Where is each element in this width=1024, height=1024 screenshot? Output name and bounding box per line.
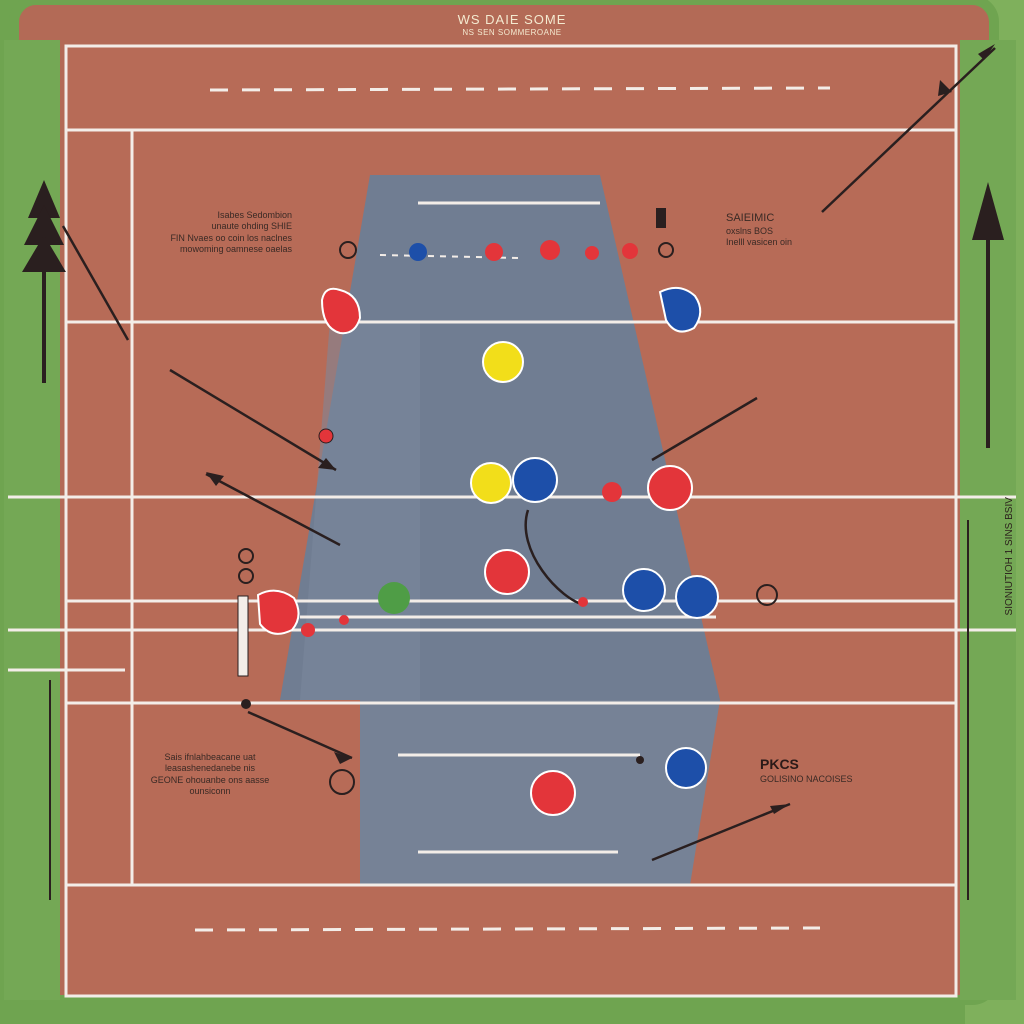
player-token-red bbox=[301, 623, 315, 637]
ball-yellow bbox=[470, 462, 512, 504]
grass-strip-left bbox=[4, 40, 60, 1000]
arrow-head-icon bbox=[334, 752, 352, 764]
arrow-head-icon bbox=[938, 80, 952, 96]
dashed-lines bbox=[194, 86, 831, 932]
note-top-right: SAIEIMIC oxslns BOS Inelll vasicen oin bbox=[726, 212, 836, 248]
note-line: unaute ohding SHIE bbox=[211, 221, 292, 232]
arrow-icon bbox=[205, 472, 341, 547]
player-token-red bbox=[339, 615, 349, 625]
tree-icon bbox=[28, 180, 60, 218]
marker-circle-icon bbox=[756, 584, 778, 606]
player-token-red bbox=[320, 287, 362, 335]
player-token-red bbox=[578, 597, 588, 607]
tree-left bbox=[22, 180, 66, 383]
small-markers bbox=[237, 208, 666, 764]
player-token-blue bbox=[658, 286, 702, 333]
arrow-heads bbox=[206, 44, 995, 814]
player-token-blue bbox=[675, 575, 719, 619]
note-line: ounsiconn bbox=[189, 785, 231, 796]
player-token-red bbox=[647, 465, 693, 511]
arrow-icon bbox=[61, 225, 130, 341]
title-line-1: WS DAIE SOME bbox=[457, 12, 567, 27]
player-token-blue bbox=[512, 457, 558, 503]
markers bbox=[238, 241, 778, 795]
player-token-red bbox=[484, 549, 530, 595]
arrow-head-icon bbox=[978, 44, 995, 60]
player-token-red bbox=[485, 243, 503, 261]
tokens bbox=[256, 240, 719, 816]
ball-green bbox=[378, 582, 410, 614]
tree-right bbox=[972, 182, 1004, 448]
note-line: leasashenedanebe nis bbox=[164, 763, 256, 774]
post-left bbox=[49, 520, 969, 900]
player-token-red bbox=[540, 240, 560, 260]
note-bottom-right: PKCS GOLISINO NACOISES bbox=[760, 756, 860, 785]
arrow-icon bbox=[247, 710, 353, 760]
note-line: oxslns BOS bbox=[726, 225, 774, 236]
arrow-icon bbox=[651, 802, 791, 862]
marker-circle-icon bbox=[658, 242, 674, 258]
marker-circle-icon bbox=[238, 548, 254, 564]
tree-icon bbox=[972, 182, 1004, 240]
note-line: Sais ifnlahbeacane uat bbox=[164, 752, 256, 762]
note-heading: PKCS bbox=[760, 756, 799, 772]
side-label: SIONIUTIOH 1 SINS BSIV bbox=[960, 460, 1024, 640]
player-token-red bbox=[256, 589, 300, 635]
note-bottom-left: Sais ifnlahbeacane uat leasashenedanebe … bbox=[140, 752, 280, 797]
note-line: GEONE ohouanbe ons aasse bbox=[150, 774, 270, 785]
player-token-blue bbox=[409, 243, 427, 261]
arrow-icon bbox=[651, 396, 758, 462]
player-token-red bbox=[585, 246, 599, 260]
flag-marker bbox=[656, 208, 666, 228]
note-line: FIN Nvaes oo coin los naclnes bbox=[170, 232, 292, 243]
player-token-red bbox=[530, 770, 576, 816]
side-label-text: SIONIUTIOH 1 SINS BSIV bbox=[1003, 497, 1015, 616]
title-line-2: NS SEN SOMMEROANE bbox=[462, 28, 562, 38]
player-token-red bbox=[318, 428, 334, 444]
diagram-title: WS DAIE SOME NS SEN SOMMEROANE bbox=[392, 12, 632, 38]
arrow-icon bbox=[524, 509, 586, 607]
ball-yellow bbox=[482, 341, 524, 383]
note-line: mowoming oamnese oaelas bbox=[179, 243, 292, 254]
marker-circle-icon bbox=[339, 241, 357, 259]
player-token-blue bbox=[665, 747, 707, 789]
note-heading: SAIEIMIC bbox=[726, 212, 775, 224]
note-line: GOLISINO NACOISES bbox=[760, 773, 853, 784]
arrow-icon bbox=[169, 368, 337, 472]
note-line: Inelll vasicen oin bbox=[726, 237, 793, 247]
note-line: Isabes Sedombion bbox=[217, 210, 292, 220]
movement-arrows bbox=[61, 47, 996, 862]
arrow-icon bbox=[821, 47, 996, 213]
note-top-left: Isabes Sedombion unaute ohding SHIE FIN … bbox=[150, 210, 292, 255]
arrow-head-icon bbox=[206, 472, 224, 486]
arrow-head-icon bbox=[770, 804, 790, 814]
player-token-red bbox=[622, 243, 638, 259]
court-lines bbox=[8, 128, 1016, 887]
player-token-blue bbox=[622, 568, 666, 612]
arrow-head-icon bbox=[318, 458, 336, 470]
marker-circle-icon bbox=[329, 769, 355, 795]
player-token-red bbox=[602, 482, 622, 502]
marker-circle-icon bbox=[238, 568, 254, 584]
